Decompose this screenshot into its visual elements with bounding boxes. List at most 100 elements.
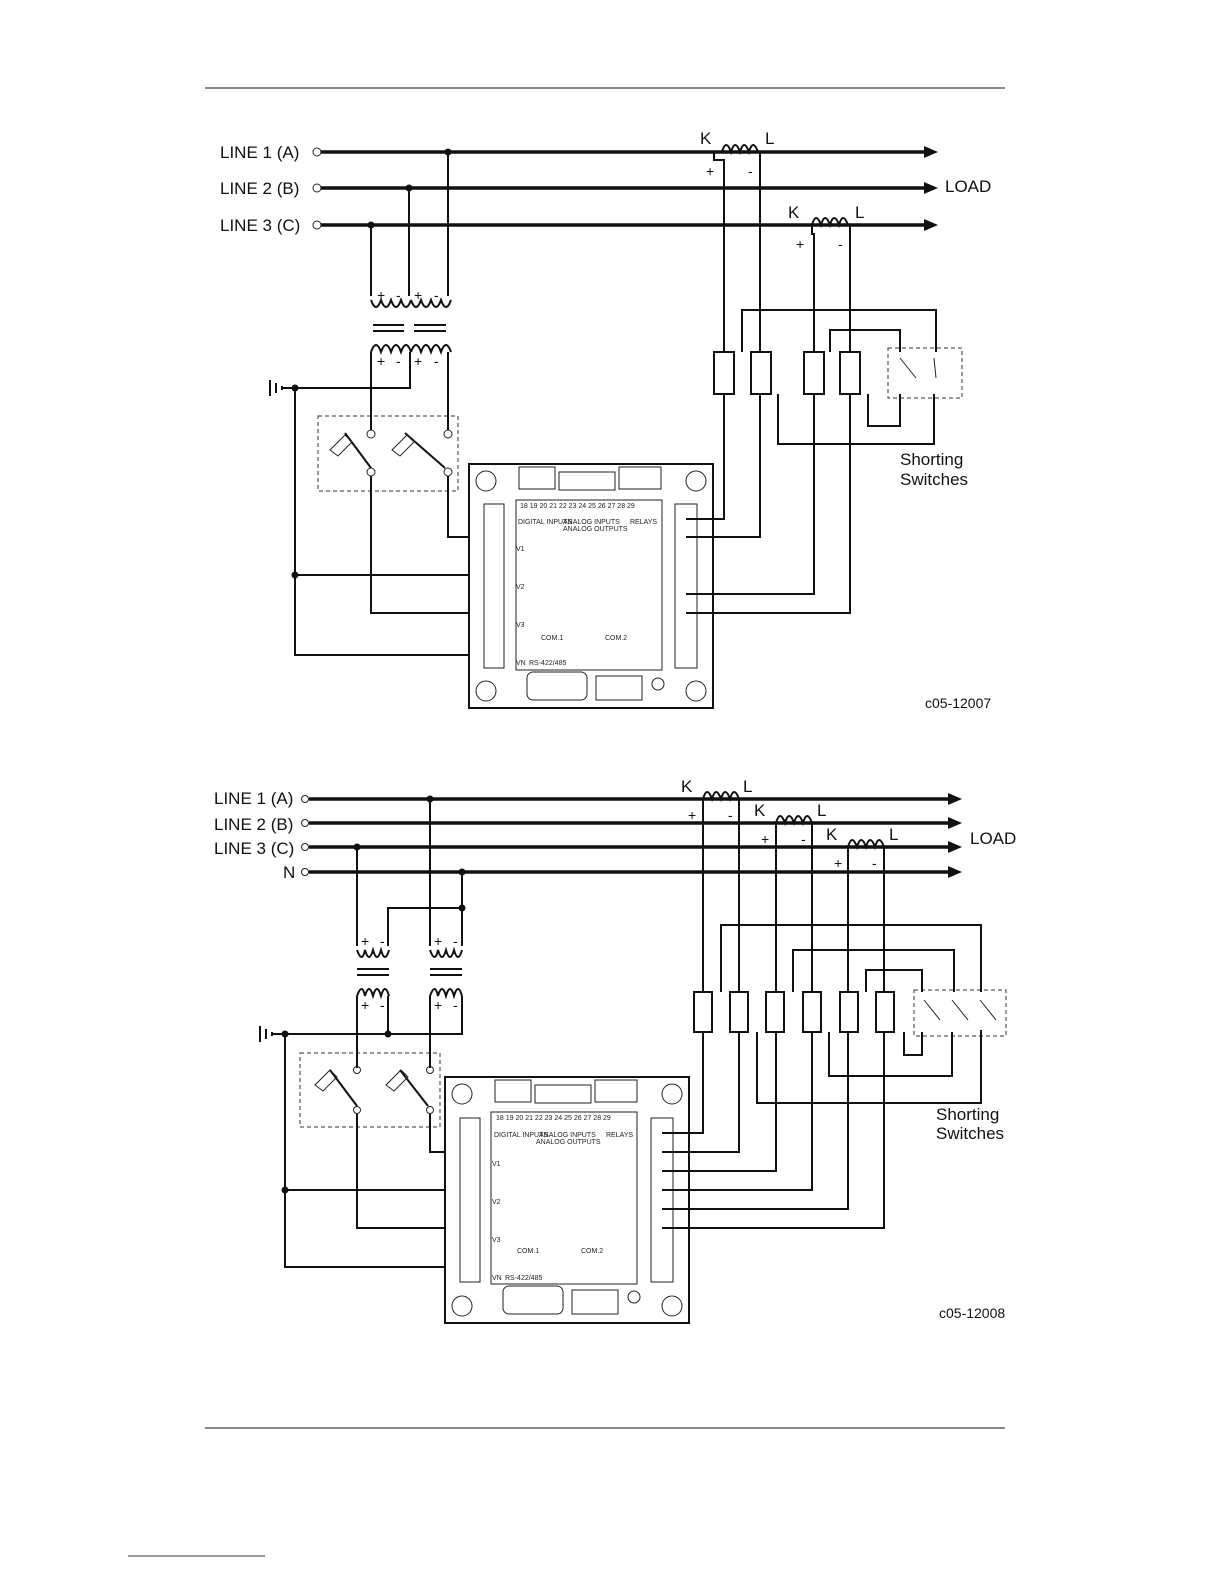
meter-v1: V1 — [516, 546, 525, 553]
shorting-switches-line1: Shorting — [900, 450, 963, 469]
ct1-coil — [702, 791, 740, 803]
svg-text:COM.2: COM.2 — [581, 1248, 603, 1255]
shorting-switches-line1: Shorting — [936, 1105, 999, 1124]
ct-terminal-1 — [713, 351, 735, 395]
ct2-plus: + — [796, 236, 804, 252]
meter-v2: V2 — [516, 584, 525, 591]
svg-text:+: + — [377, 287, 385, 303]
ct1-coil — [721, 144, 759, 156]
pt2-secondary — [410, 344, 452, 355]
meter-rear-panel — [468, 463, 714, 709]
svg-text:+: + — [361, 933, 369, 949]
line-1-label: LINE 1 (A) — [220, 143, 299, 162]
line-2-label: LINE 2 (B) — [220, 179, 299, 198]
fuse-switch-block — [299, 1052, 441, 1128]
ct-terminal-3 — [803, 351, 825, 395]
svg-text:-: - — [872, 855, 877, 871]
svg-text:+: + — [688, 807, 696, 823]
svg-text:L: L — [743, 777, 752, 796]
meter-analog-outputs: ANALOG OUTPUTS — [563, 526, 628, 533]
svg-text:ANALOG OUTPUTS: ANALOG OUTPUTS — [536, 1139, 601, 1146]
svg-text:18 19 20 21 22 23 24 25 26 2: 18 19 20 21 22 23 24 25 26 27 28 29 — [496, 1115, 611, 1122]
svg-text:RS-422/485: RS-422/485 — [505, 1275, 542, 1282]
line-2-terminal — [312, 183, 322, 193]
figure-id-2: c05-12008 — [939, 1305, 1005, 1321]
current-terminal-strip — [674, 503, 698, 669]
svg-text:V3: V3 — [492, 1237, 501, 1244]
line-1-label: LINE 1 (A) — [214, 789, 293, 808]
pt2-secondary — [429, 988, 463, 1000]
ct2-coil — [775, 815, 813, 827]
svg-text:-: - — [396, 287, 401, 303]
svg-text:L: L — [889, 825, 898, 844]
line-2-label: LINE 2 (B) — [214, 815, 293, 834]
line-3-arrow — [924, 219, 938, 231]
svg-text:-: - — [396, 353, 401, 369]
fuse-switch-block — [317, 415, 459, 492]
ct3-coil — [847, 839, 885, 851]
pt1-secondary — [356, 988, 390, 1000]
svg-text:+: + — [414, 353, 422, 369]
svg-text:V2: V2 — [492, 1199, 501, 1206]
svg-text:K: K — [681, 777, 693, 796]
svg-text:DIGITAL INPUTS: DIGITAL INPUTS — [494, 1132, 548, 1139]
svg-text:COM.1: COM.1 — [517, 1248, 539, 1255]
svg-text:-: - — [801, 831, 806, 847]
ct1-k-label: K — [700, 129, 712, 148]
pt1-secondary — [370, 344, 412, 355]
pt1-primary — [370, 297, 412, 308]
ct1-l-label: L — [765, 129, 774, 148]
svg-text:+: + — [761, 831, 769, 847]
svg-text:+: + — [414, 287, 422, 303]
svg-text:+: + — [377, 353, 385, 369]
shorting-switch-box — [913, 989, 1007, 1037]
ct2-k-label: K — [788, 203, 800, 222]
diagram-four-wire: LINE 1 (A) LINE 2 (B) LINE 3 (C) N LOAD … — [214, 777, 1016, 1324]
line-3-label: LINE 3 (C) — [220, 216, 300, 235]
svg-text:-: - — [453, 933, 458, 949]
shorting-switch-box — [887, 347, 963, 399]
svg-text:+: + — [834, 855, 842, 871]
svg-text:-: - — [728, 807, 733, 823]
line-3-label: LINE 3 (C) — [214, 839, 294, 858]
meter-top-numbers: 18 19 20 21 22 23 24 25 26 27 28 29 — [520, 503, 635, 510]
meter-digital-inputs: DIGITAL INPUTS — [518, 519, 572, 526]
load-label: LOAD — [970, 829, 1016, 848]
svg-text:-: - — [434, 287, 439, 303]
line-3-terminal — [312, 220, 322, 230]
ct-terminal-2 — [750, 351, 772, 395]
load-label: LOAD — [945, 177, 991, 196]
ct2-minus: - — [838, 236, 843, 252]
svg-text:V1: V1 — [492, 1161, 501, 1168]
diagram-three-wire: LINE 1 (A) LINE 2 (B) LINE 3 (C) LOAD K … — [220, 129, 991, 711]
meter-label-area — [515, 499, 663, 671]
ct2-coil — [811, 217, 849, 229]
svg-text:-: - — [434, 353, 439, 369]
svg-text:+: + — [434, 997, 442, 1013]
svg-text:+: + — [434, 933, 442, 949]
meter-com1: COM.1 — [541, 635, 563, 642]
meter-analog-inputs: ANALOG INPUTS — [563, 519, 620, 526]
pt2-primary — [429, 946, 463, 958]
svg-text:-: - — [453, 997, 458, 1013]
line-1-terminal — [312, 147, 322, 157]
svg-text:K: K — [754, 801, 766, 820]
line-1-arrow — [924, 146, 938, 158]
svg-text:RELAYS: RELAYS — [606, 1132, 633, 1139]
meter-vn: VN — [516, 660, 526, 667]
meter-v3: V3 — [516, 622, 525, 629]
svg-text:VN: VN — [492, 1275, 502, 1282]
meter-rear-panel — [444, 1076, 690, 1324]
meter-com2: COM.2 — [605, 635, 627, 642]
voltage-terminal-strip — [483, 503, 505, 669]
svg-text:L: L — [817, 801, 826, 820]
shorting-switches-line2: Switches — [900, 470, 968, 489]
pt1-primary — [356, 946, 390, 958]
ct1-minus: - — [748, 163, 753, 179]
meter-rs422: RS-422/485 — [529, 660, 566, 667]
neutral-label: N — [283, 863, 295, 882]
pt-cores — [373, 324, 446, 332]
svg-text:K: K — [826, 825, 838, 844]
meter-relays: RELAYS — [630, 519, 657, 526]
